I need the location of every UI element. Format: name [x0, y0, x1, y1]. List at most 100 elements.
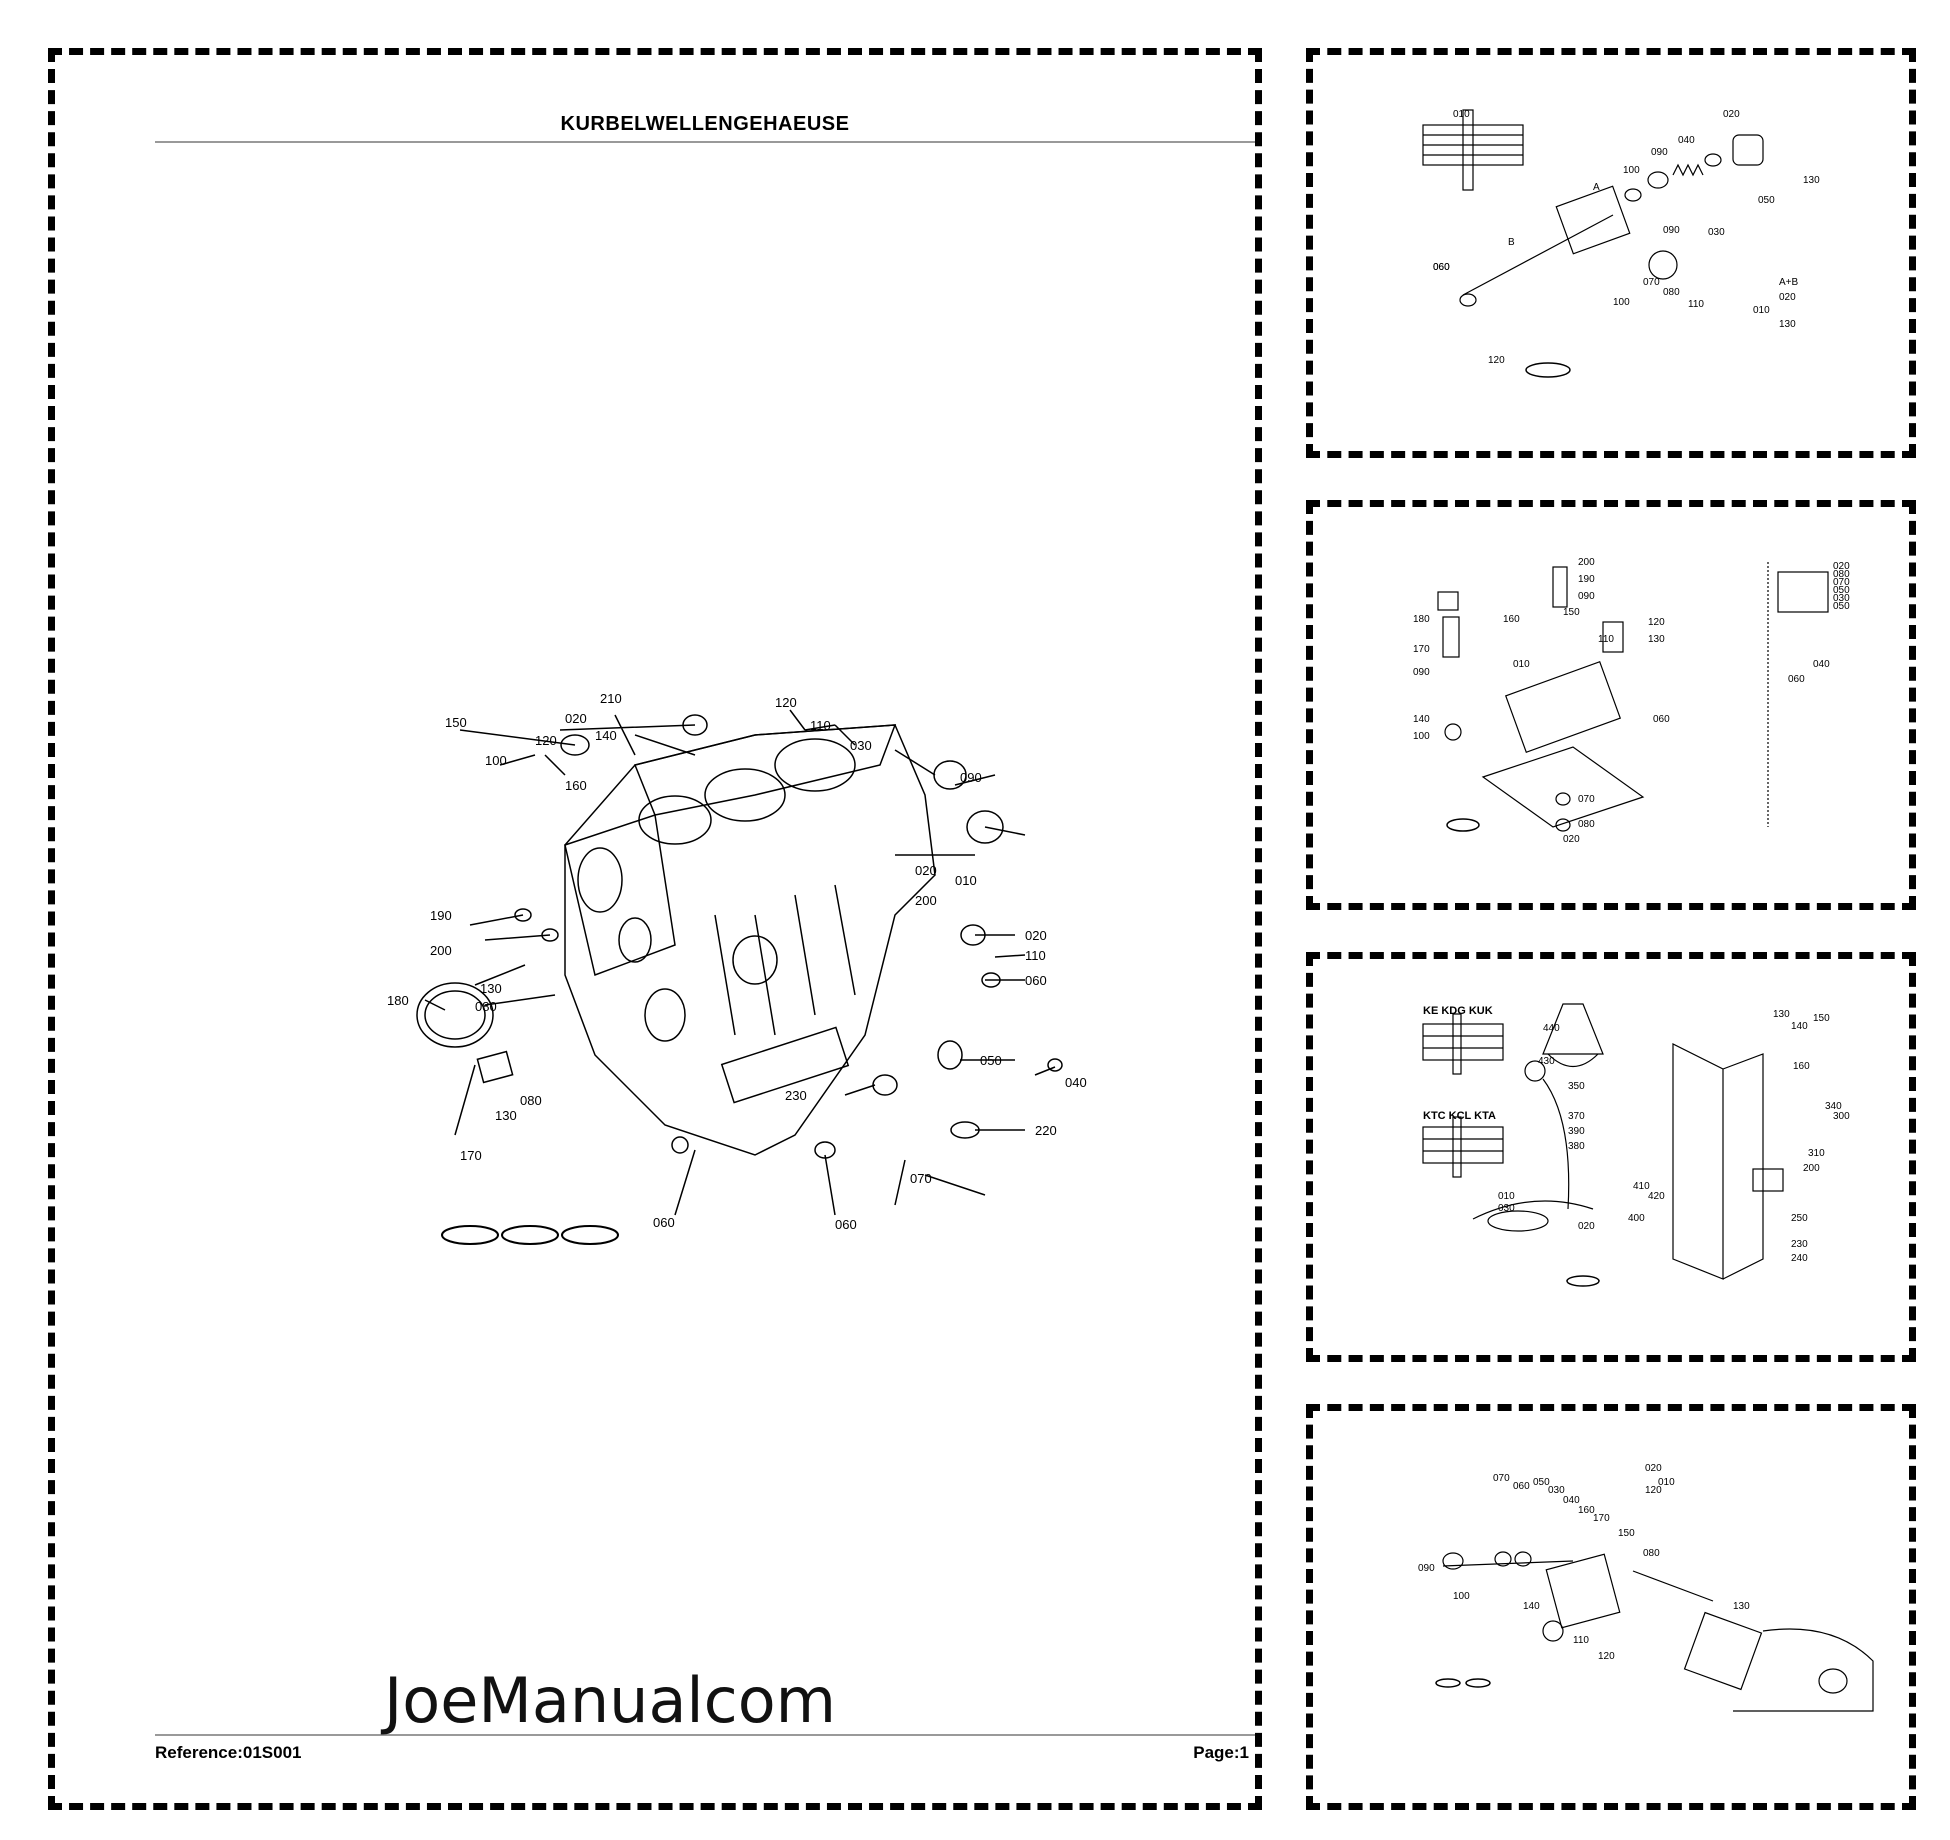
callout-label: 010 — [1658, 1477, 1675, 1488]
callout-label: 010 — [1453, 109, 1470, 120]
control-lever-diagram: KE KDG KUK KTC KCL KTA 440 430 350 370 3… — [1422, 1003, 1850, 1287]
watermark-text: JoeManualcom — [384, 1664, 837, 1737]
thumbnail-2[interactable]: 200 190 090 180 160 150 120 110 130 170 … — [1306, 500, 1916, 910]
callout-020: 020 — [565, 711, 587, 726]
thumbnail-1[interactable]: 010 100 060 040 020 A B 090 030 050 130 … — [1306, 48, 1916, 458]
callout-label: 090 — [1663, 225, 1680, 236]
callout-180: 180 — [387, 993, 409, 1008]
callout-label: 040 — [1563, 1495, 1580, 1506]
footer-rule — [155, 1734, 1255, 1736]
callout-label: 130 — [1779, 319, 1796, 330]
thumbnail-4[interactable]: 020 010 120 070 060 050 030 040 160 170 … — [1306, 1404, 1916, 1810]
title-rule — [155, 141, 1255, 143]
callout-label: 150 — [1618, 1528, 1635, 1539]
callout-label: 020 — [1645, 1463, 1662, 1474]
callout-060: 060 — [1025, 973, 1047, 988]
callout-label: A — [1593, 182, 1600, 193]
callout-070: 070 — [910, 1171, 932, 1186]
callout-label: 030 — [1498, 1203, 1515, 1214]
callout-label: 050 — [1533, 1477, 1550, 1488]
page-title: KURBELWELLENGEHAEUSE — [560, 113, 850, 135]
callout-label: 200 — [1803, 1163, 1820, 1174]
callout-label: 020 — [1563, 834, 1580, 845]
thumbnail-3[interactable]: KE KDG KUK KTC KCL KTA 440 430 350 370 3… — [1306, 952, 1916, 1362]
callout-label: 020 — [1833, 561, 1850, 572]
callout-label: 120 — [1598, 1651, 1615, 1662]
callout-label: 040 — [1813, 659, 1830, 670]
callout-label: 070 — [1578, 794, 1595, 805]
figure-code-stamp — [1525, 362, 1571, 378]
callout-label: 130 — [1733, 1601, 1750, 1612]
callout-label: 160 — [1503, 614, 1520, 625]
callout-label: 380 — [1568, 1141, 1585, 1152]
callout-220: 220 — [1035, 1123, 1057, 1138]
figure-code-stamps — [441, 1225, 619, 1245]
callout-label: 040 — [1678, 135, 1695, 146]
callout-label: 020 — [1723, 109, 1740, 120]
figure-code-stamp — [1435, 1678, 1461, 1688]
callout-label: 150 — [1563, 607, 1580, 618]
callout-110b: 110 — [1025, 948, 1046, 963]
callout-label: 240 — [1791, 1253, 1808, 1264]
callout-label: 080 — [1643, 1548, 1660, 1559]
callout-label: 390 — [1568, 1126, 1585, 1137]
callout-label: 010 — [1513, 659, 1530, 670]
callout-120b: 120 — [775, 695, 797, 710]
model-heading-1: KE KDG KUK — [1423, 1005, 1493, 1017]
valve-assembly-diagram: 010 100 060 040 020 A B 090 030 050 130 … — [1422, 109, 1820, 378]
callout-label: 420 — [1648, 1191, 1665, 1202]
callout-150: 150 — [445, 715, 467, 730]
callout-210: 210 — [600, 691, 622, 706]
callout-label: 110 — [1573, 1635, 1589, 1646]
callout-label: 120 — [1645, 1485, 1662, 1496]
callout-label: 060 — [1788, 674, 1805, 685]
callout-190: 190 — [430, 908, 452, 923]
reference-label: Reference:01S001 — [155, 1743, 302, 1762]
callout-label: 130 — [1803, 175, 1820, 186]
callout-label: 060 — [1653, 714, 1670, 725]
callout-label: 370 — [1568, 1111, 1585, 1122]
figure-code-stamp — [1566, 1275, 1600, 1287]
callout-label: 080 — [1833, 569, 1850, 580]
callout-050: 050 — [980, 1053, 1002, 1068]
callout-130b: 130 — [495, 1108, 517, 1123]
callout-label: 200 — [1578, 557, 1595, 568]
callout-label: 440 — [1543, 1023, 1560, 1034]
callout-label: 070 — [1493, 1473, 1510, 1484]
callout-label: 060 — [1433, 262, 1450, 273]
callout-label: 010 — [1753, 305, 1770, 316]
callout-080b: 080 — [520, 1093, 542, 1108]
callout-label: 150 — [1813, 1013, 1830, 1024]
main-page-frame: KURBELWELLENGEHAEUSE — [48, 48, 1262, 1810]
callout-010: 010 — [955, 873, 977, 888]
callout-label: 300 — [1833, 1111, 1850, 1122]
callout-label: 230 — [1791, 1239, 1808, 1250]
callout-label: 020 — [1578, 1221, 1595, 1232]
callout-label: 060 — [1513, 1481, 1530, 1492]
callout-080: 080 — [475, 999, 497, 1014]
callout-060b: 060 — [653, 1215, 675, 1230]
callout-140: 140 — [595, 728, 617, 743]
callout-label: 010 — [1498, 1191, 1515, 1202]
callout-label: 090 — [1418, 1563, 1435, 1574]
callout-label: 120 — [1488, 355, 1505, 366]
crankcase-exploded-diagram: 150 100 120 020 210 140 160 120 110 030 … — [387, 691, 1087, 1245]
callout-label: 050 — [1833, 585, 1850, 596]
callout-120: 120 — [535, 733, 557, 748]
callout-label: 160 — [1578, 1505, 1595, 1516]
callout-030: 030 — [850, 738, 872, 753]
callout-label: 190 — [1578, 574, 1595, 585]
callout-label: 090 — [1413, 667, 1430, 678]
callout-label: 120 — [1648, 617, 1665, 628]
callout-170: 170 — [460, 1148, 482, 1163]
callout-label: 110 — [1598, 634, 1614, 645]
callout-060c: 060 — [835, 1217, 857, 1232]
callout-label: 140 — [1413, 714, 1430, 725]
callout-label: 070 — [1833, 577, 1850, 588]
callout-label: 030 — [1548, 1485, 1565, 1496]
callout-label: 180 — [1413, 614, 1430, 625]
callout-230: 230 — [785, 1088, 807, 1103]
callout-label: 430 — [1538, 1056, 1555, 1067]
callout-label: 350 — [1568, 1081, 1585, 1092]
callout-label: 100 — [1613, 297, 1630, 308]
